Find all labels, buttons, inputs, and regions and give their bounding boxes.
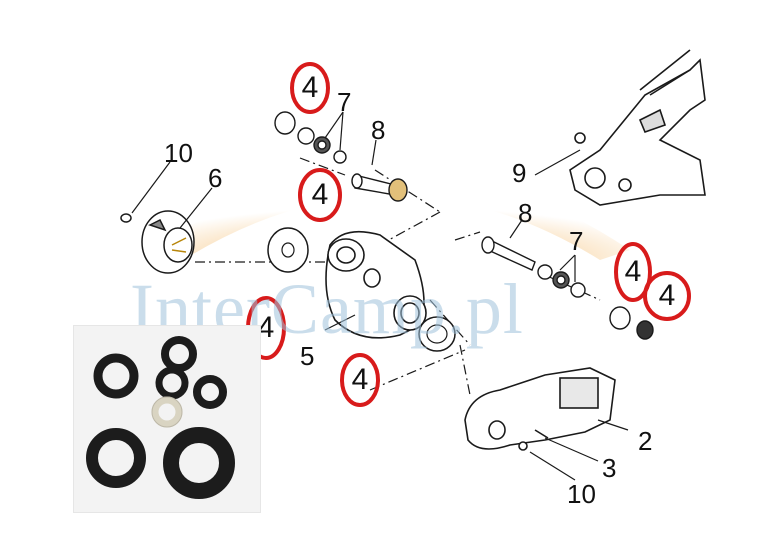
highlight-top-seal	[290, 62, 330, 114]
bolt-part-8-top	[351, 173, 408, 202]
ring-label-top-seal: 4	[301, 71, 319, 104]
highlight-front-washer	[340, 353, 380, 407]
background-glow	[150, 170, 630, 262]
cap-part-6	[120, 210, 195, 274]
callout-7-top: 7	[337, 87, 352, 117]
callout-5: 5	[300, 341, 315, 371]
callout-3: 3	[602, 453, 617, 483]
highlight-right-ring-a	[614, 242, 652, 302]
callout-9: 9	[512, 158, 527, 188]
ring-label-right-ring-b: 4	[658, 279, 676, 312]
highlight-right-ring-b	[643, 271, 691, 321]
callout-6: 6	[208, 163, 223, 193]
callout-8-top: 8	[371, 115, 386, 145]
ring-label-left-washer: 4	[257, 311, 275, 344]
hinge-housing	[569, 49, 706, 206]
ring-label-right-ring-a: 4	[624, 255, 642, 288]
highlight-body-seal	[298, 168, 342, 222]
lever-part-2	[464, 367, 616, 451]
seal-kit-illustration	[86, 336, 235, 499]
callout-10-top: 10	[164, 138, 193, 168]
top-seal-stack	[274, 111, 347, 164]
ring-label-body-seal: 4	[311, 178, 329, 211]
callout-2: 2	[638, 426, 653, 456]
assembly-lines	[195, 157, 601, 396]
bolt-part-8-right	[481, 236, 536, 271]
callout-10-bottom: 10	[567, 479, 596, 509]
ring-label-front-washer: 4	[351, 363, 369, 396]
valve-body-part-5	[325, 230, 427, 339]
right-seal-stack	[537, 264, 654, 340]
callout-7-right: 7	[569, 226, 584, 256]
callout-8-right: 8	[518, 198, 533, 228]
seal-kit-photo	[73, 325, 261, 513]
leader-lines	[131, 111, 629, 481]
